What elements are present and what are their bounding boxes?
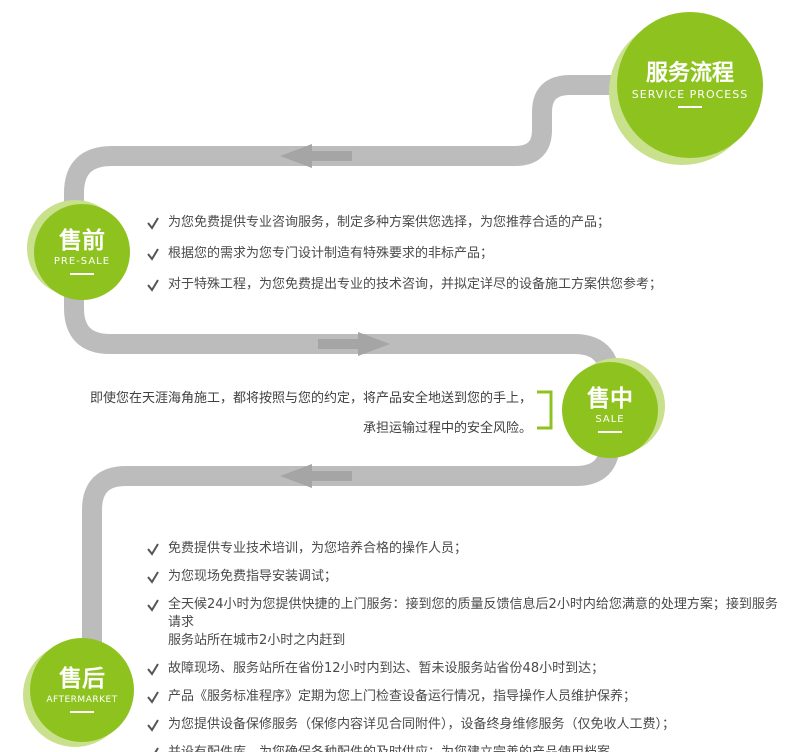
sale-subtitle: SALE: [595, 414, 625, 426]
presale-subtitle: PRE-SALE: [53, 256, 111, 268]
service-process-badge: 服务流程 SERVICE PROCESS: [617, 12, 763, 158]
service-item: 免费提供专业技术培训，为您培养合格的操作人员；: [146, 540, 778, 558]
check-icon: [147, 217, 159, 230]
flow-path: [64, 75, 690, 700]
service-item-text: 为您提供设备保修服务（保修内容详见合同附件），设备终身维修服务（仅免收人工费）；: [168, 717, 676, 732]
service-item: 根据您的需求为您专门设计制造有特殊要求的非标产品；: [146, 245, 778, 263]
arrow-left-top-icon: [280, 144, 352, 168]
check-icon: [147, 279, 159, 292]
sale-description: 即使您在天涯海角施工，都将按照与您的约定，将产品安全地送到您的手上， 承担运输过…: [72, 390, 532, 437]
check-icon: [147, 543, 159, 556]
check-icon: [147, 599, 159, 612]
arrow-left-bottom-icon: [280, 464, 352, 488]
aftersale-subtitle: AFTERMARKET: [46, 694, 118, 705]
service-item-text: 并设有配件库，为您确保各种配件的及时供应；为您建立完善的产品使用档案。: [168, 744, 623, 752]
service-item: 为您提供设备保修服务（保修内容详见合同附件），设备终身维修服务（仅免收人工费）；: [146, 716, 778, 734]
sale-underline: [598, 431, 622, 434]
service-item-text: 全天候24小时为您提供快捷的上门服务：接到您的质量反馈信息后2小时内给您满意的处…: [168, 597, 778, 648]
check-icon: [147, 663, 159, 676]
service-item: 产品《服务标准程序》定期为您上门检查设备运行情况，指导操作人员维护保养；: [146, 688, 778, 706]
sale-bracket-icon: [537, 390, 553, 430]
check-icon: [154, 747, 159, 752]
presale-stage-circle: 售前 PRE-SALE: [34, 204, 130, 300]
sale-title: 售中: [587, 385, 633, 412]
service-item-text: 对于特殊工程，为您免费提出专业的技术咨询，并拟定详尽的设备施工方案供您参考；: [168, 277, 663, 292]
check-icon: [147, 571, 159, 584]
service-item: 并设有配件库，为您确保各种配件的及时供应；为您建立完善的产品使用档案。: [146, 744, 778, 752]
badge-subtitle: SERVICE PROCESS: [631, 88, 749, 101]
presale-item-list: 为您免费提供专业咨询服务，制定多种方案供您选择，为您推荐合适的产品； 根据您的需…: [146, 214, 778, 294]
service-item-text: 产品《服务标准程序》定期为您上门检查设备运行情况，指导操作人员维护保养；: [168, 689, 637, 704]
service-item: 对于特殊工程，为您免费提出专业的技术咨询，并拟定详尽的设备施工方案供您参考；: [146, 276, 778, 294]
check-icon: [147, 691, 159, 704]
presale-underline: [70, 273, 94, 276]
aftersale-underline: [70, 710, 94, 713]
aftersale-item-list: 免费提供专业技术培训，为您培养合格的操作人员； 为您现场免费指导安装调试； 全天…: [146, 540, 778, 752]
sale-stage-circle: 售中 SALE: [562, 362, 658, 458]
presale-title: 售前: [59, 227, 105, 254]
arrow-right-middle-icon: [318, 332, 390, 356]
aftersale-stage-circle: 售后 AFTERMARKET: [30, 638, 134, 742]
sale-description-line: 即使您在天涯海角施工，都将按照与您的约定，将产品安全地送到您的手上，: [89, 391, 532, 406]
check-icon: [147, 719, 159, 732]
service-item: 为您现场免费指导安装调试；: [146, 568, 778, 586]
service-item: 故障现场、服务站所在省份12小时内到达、暂未设服务站省份48小时到达；: [146, 660, 778, 678]
badge-title: 服务流程: [645, 60, 734, 86]
check-icon: [147, 248, 159, 261]
service-item: 为您免费提供专业咨询服务，制定多种方案供您选择，为您推荐合适的产品；: [146, 214, 778, 232]
aftersale-title: 售后: [59, 666, 105, 693]
badge-underline: [678, 106, 702, 109]
service-item-text: 故障现场、服务站所在省份12小时内到达、暂未设服务站省份48小时到达；: [168, 661, 605, 676]
service-item-text: 免费提供专业技术培训，为您培养合格的操作人员；: [168, 541, 468, 556]
sale-description-line: 承担运输过程中的安全风险。: [362, 421, 532, 436]
service-item: 全天候24小时为您提供快捷的上门服务：接到您的质量反馈信息后2小时内给您满意的处…: [146, 596, 778, 650]
service-item-text: 为您免费提供专业咨询服务，制定多种方案供您选择，为您推荐合适的产品；: [168, 215, 611, 230]
service-item-text: 为您现场免费指导安装调试；: [168, 569, 338, 584]
service-item-text: 根据您的需求为您专门设计制造有特殊要求的非标产品；: [168, 246, 494, 261]
